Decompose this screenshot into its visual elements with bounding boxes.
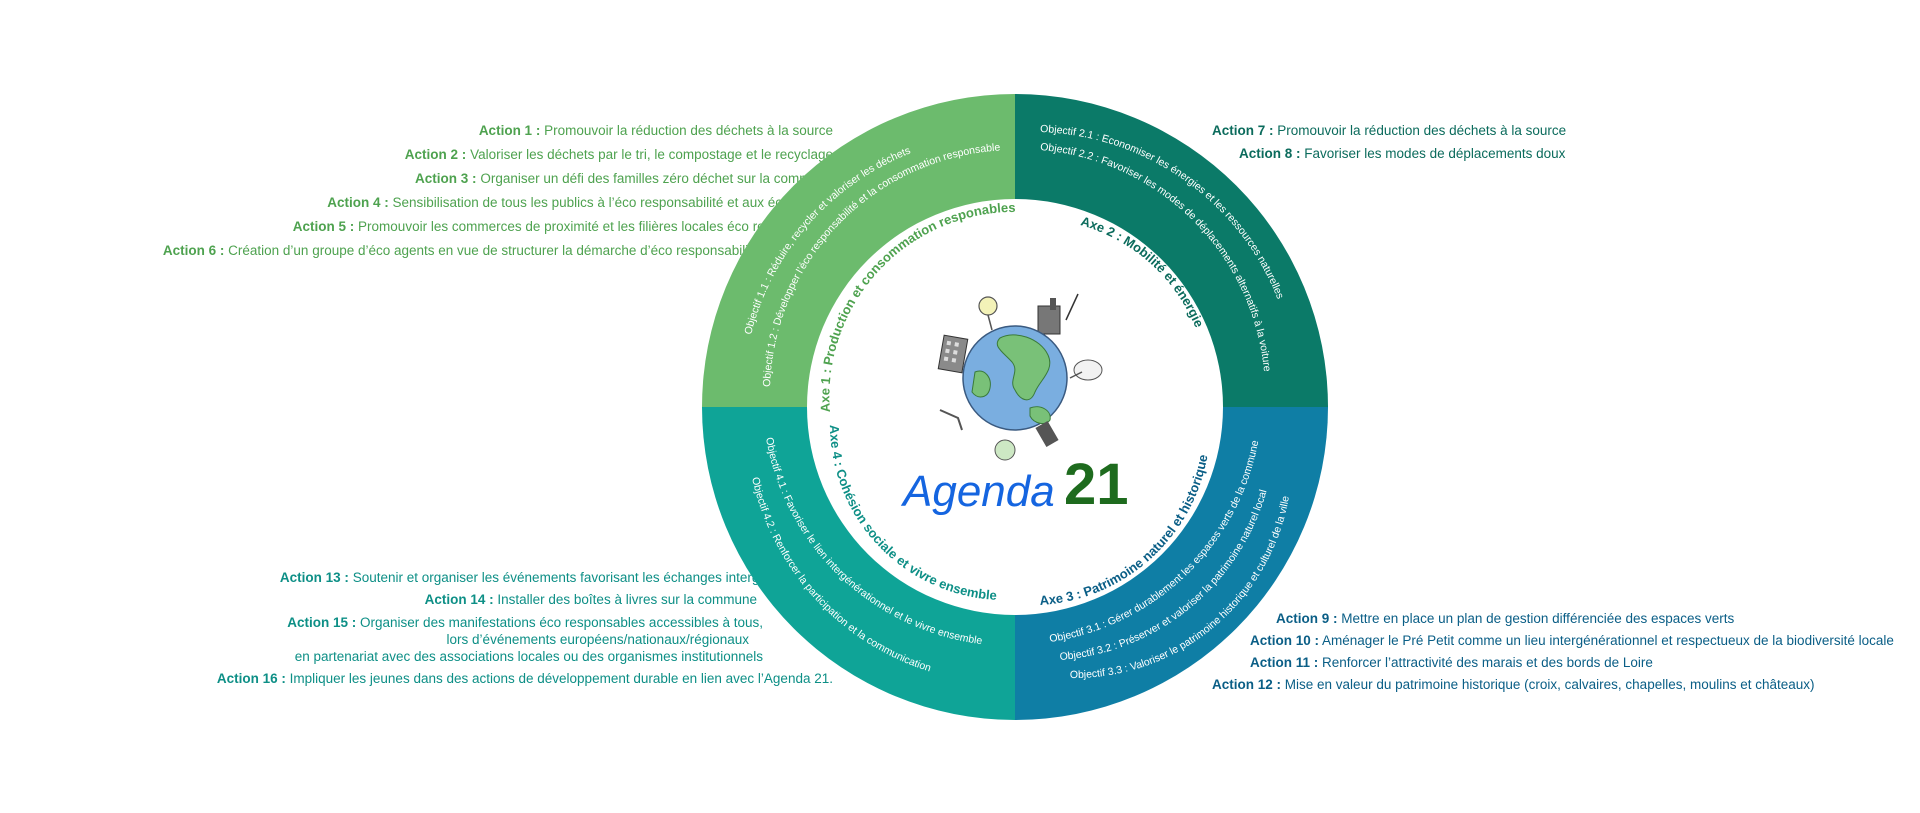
action-item: Action 8 : Favoriser les modes de déplac… bbox=[1212, 142, 1566, 165]
action-item: Action 16 : Impliquer les jeunes dans de… bbox=[217, 668, 833, 690]
action-item: Action 9 : Mettre en place un plan de ge… bbox=[1212, 608, 1894, 630]
action-item: Action 13 : Soutenir et organiser les év… bbox=[217, 567, 833, 589]
action-text: Soutenir et organiser les événements fav… bbox=[352, 570, 833, 585]
action-text: Promouvoir les commerces de proximité et… bbox=[358, 219, 833, 234]
action-item: Action 6 : Création d’un groupe d’éco ag… bbox=[163, 239, 833, 263]
title-agenda: Agenda bbox=[900, 467, 1055, 516]
action-number: Action 16 : bbox=[216, 671, 286, 686]
action-item: Action 7 : Promouvoir la réduction des d… bbox=[1212, 119, 1566, 142]
action-text: Sensibilisation de tous les publics à l’… bbox=[392, 195, 833, 210]
action-item: Action 10 : Aménager le Pré Petit comme … bbox=[1212, 630, 1894, 652]
action-text: Favoriser les modes de déplacements doux bbox=[1304, 146, 1566, 161]
action-number: Action 6 : bbox=[162, 243, 225, 258]
action-text: Installer des boîtes à livres sur la com… bbox=[497, 592, 757, 607]
action-number: Action 10 : bbox=[1250, 633, 1320, 648]
action-number: Action 7 : bbox=[1212, 123, 1274, 138]
action-number: Action 8 : bbox=[1239, 146, 1301, 161]
action-number: Action 9 : bbox=[1276, 611, 1338, 626]
action-item: Action 1 : Promouvoir la réduction des d… bbox=[163, 119, 833, 143]
action-text: Renforcer l’attractivité des marais et d… bbox=[1322, 655, 1653, 670]
action-number: Action 2 : bbox=[404, 147, 467, 162]
action-number: Action 15 : bbox=[287, 615, 357, 630]
action-number: Action 13 : bbox=[279, 570, 349, 585]
action-item: Action 11 : Renforcer l’attractivité des… bbox=[1212, 652, 1894, 674]
action-item: Action 4 : Sensibilisation de tous les p… bbox=[163, 191, 833, 215]
action-number: Action 1 : bbox=[478, 123, 541, 138]
action-item: Action 3 : Organiser un défi des famille… bbox=[163, 167, 833, 191]
action-number: Action 4 : bbox=[327, 195, 389, 210]
action-item: Action 5 : Promouvoir les commerces de p… bbox=[163, 215, 833, 239]
action-item: Action 15 : Organiser des manifestations… bbox=[217, 614, 833, 665]
action-text: Mettre en place un plan de gestion diffé… bbox=[1341, 611, 1735, 626]
actions-list-axe-1: Action 1 : Promouvoir la réduction des d… bbox=[163, 119, 833, 263]
action-number: Action 12 : bbox=[1212, 677, 1282, 692]
action-text: Valoriser les déchets par le tri, le com… bbox=[470, 147, 833, 162]
action-text: Promouvoir la réduction des déchets à la… bbox=[544, 123, 833, 138]
action-text-continued: lors d’événements européens/nationaux/ré… bbox=[446, 632, 749, 647]
actions-list-axe-2: Action 7 : Promouvoir la réduction des d… bbox=[1212, 119, 1566, 165]
action-item: Action 12 : Mise en valeur du patrimoine… bbox=[1212, 674, 1894, 696]
action-item: Action 14 : Installer des boîtes à livre… bbox=[217, 589, 833, 611]
action-text: Mise en valeur du patrimoine historique … bbox=[1284, 677, 1815, 692]
action-text: Création d’un groupe d’éco agents en vue… bbox=[228, 243, 833, 258]
action-text: Aménager le Pré Petit comme un lieu inte… bbox=[1322, 633, 1894, 648]
action-text: Promouvoir la réduction des déchets à la… bbox=[1277, 123, 1567, 138]
action-number: Action 14 : bbox=[424, 592, 494, 607]
action-number: Action 3 : bbox=[415, 171, 477, 186]
title-number: 21 bbox=[1064, 452, 1129, 517]
actions-list-axe-3: Action 9 : Mettre en place un plan de ge… bbox=[1212, 608, 1894, 696]
earth-globe-icon bbox=[937, 293, 1103, 461]
action-number: Action 11 : bbox=[1250, 655, 1319, 670]
action-text: Organiser des manifestations éco respons… bbox=[360, 615, 763, 630]
action-item: Action 2 : Valoriser les déchets par le … bbox=[163, 143, 833, 167]
action-number: Action 5 : bbox=[292, 219, 355, 234]
action-text-continued: en partenariat avec des associations loc… bbox=[294, 649, 763, 664]
actions-list-axe-4: Action 13 : Soutenir et organiser les év… bbox=[217, 567, 833, 690]
action-text: Organiser un défi des familles zéro déch… bbox=[480, 171, 833, 186]
action-text: Impliquer les jeunes dans des actions de… bbox=[289, 671, 833, 686]
